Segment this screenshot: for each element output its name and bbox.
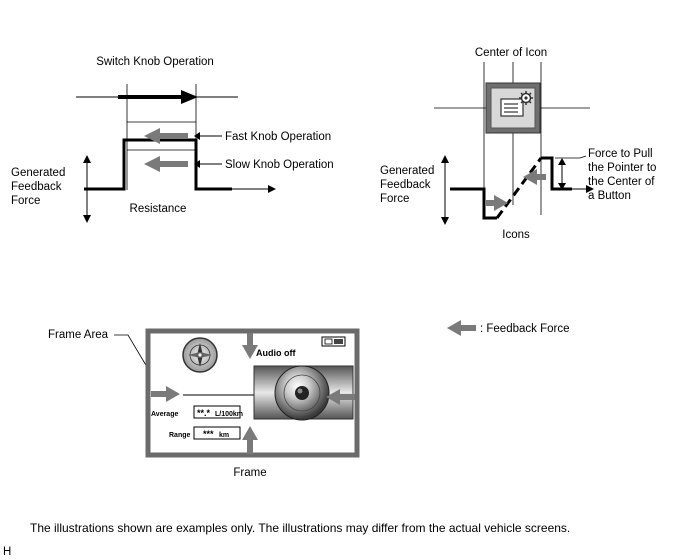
force-dimension-leader — [579, 155, 587, 159]
frame-arrow-up — [242, 426, 258, 454]
pull-left-arrow — [523, 169, 546, 185]
frame-diagram: Frame Area Audio off — [48, 328, 360, 479]
footer-code: H — [3, 546, 11, 558]
slow-feedback-arrow — [144, 156, 188, 172]
resistance-label: Resistance — [130, 203, 187, 215]
force-dimension-down — [558, 183, 566, 190]
range-value: *** — [203, 429, 214, 439]
compass-icon — [182, 337, 218, 373]
feedback-force-legend-label: : Feedback Force — [480, 323, 569, 335]
force-axis-down-arrow — [83, 215, 91, 223]
resistance-axis-arrow — [268, 185, 276, 193]
settings-icon — [485, 82, 541, 134]
center-icon-diagram: Center of Icon — [380, 47, 660, 241]
average-unit: L/100km — [215, 411, 243, 418]
force-axis-up-arrow — [83, 155, 91, 163]
range-box — [193, 426, 241, 440]
frame-area-leader — [114, 334, 151, 373]
fast-feedback-arrow — [144, 128, 188, 144]
average-value: **.* — [197, 408, 211, 418]
display-indicator-icon — [321, 336, 346, 347]
average-label: Average — [151, 411, 178, 418]
operation-arrow-head — [181, 90, 198, 104]
icon-force-profile-left — [450, 187, 497, 220]
frame-arrow-left — [326, 389, 355, 405]
fast-knob-label: Fast Knob Operation — [225, 131, 331, 143]
generated-feedback-force-label-2: Generated Feedback Force — [380, 165, 438, 205]
fast-pointer-head — [194, 132, 200, 140]
legend-feedback-arrow — [447, 320, 476, 336]
force-axis-2-up-arrow — [441, 155, 449, 163]
position-axis-arrow — [586, 185, 594, 193]
switch-knob-title: Switch Knob Operation — [96, 56, 214, 68]
audio-off-label: Audio off — [256, 348, 296, 358]
footer-note: The illustrations shown are examples onl… — [30, 521, 570, 535]
legend: : Feedback Force — [447, 320, 569, 336]
slow-knob-label: Slow Knob Operation — [225, 159, 334, 171]
switch-knob-diagram: Switch Knob Operation — [11, 56, 334, 223]
force-axis-2-down-arrow — [441, 217, 449, 225]
average-box — [193, 405, 241, 419]
frame-arrow-right — [151, 386, 180, 402]
icons-label: Icons — [502, 229, 530, 241]
frame-area-label: Frame Area — [48, 329, 109, 341]
icon-force-profile-diagonal — [495, 157, 543, 219]
generated-feedback-force-label-1: Generated Feedback Force — [11, 167, 69, 207]
frame-arrow-down — [242, 333, 258, 359]
range-unit: km — [219, 432, 229, 439]
frame-label: Frame — [233, 467, 266, 479]
pull-right-arrow — [486, 195, 508, 211]
force-to-pull-label: Force to Pull the Pointer to the Center … — [588, 148, 660, 202]
center-icon-title: Center of Icon — [475, 47, 547, 59]
force-dimension-up — [558, 158, 566, 165]
icon-force-profile-right — [541, 156, 572, 191]
range-label: Range — [169, 432, 191, 439]
slow-pointer-head — [194, 160, 200, 168]
